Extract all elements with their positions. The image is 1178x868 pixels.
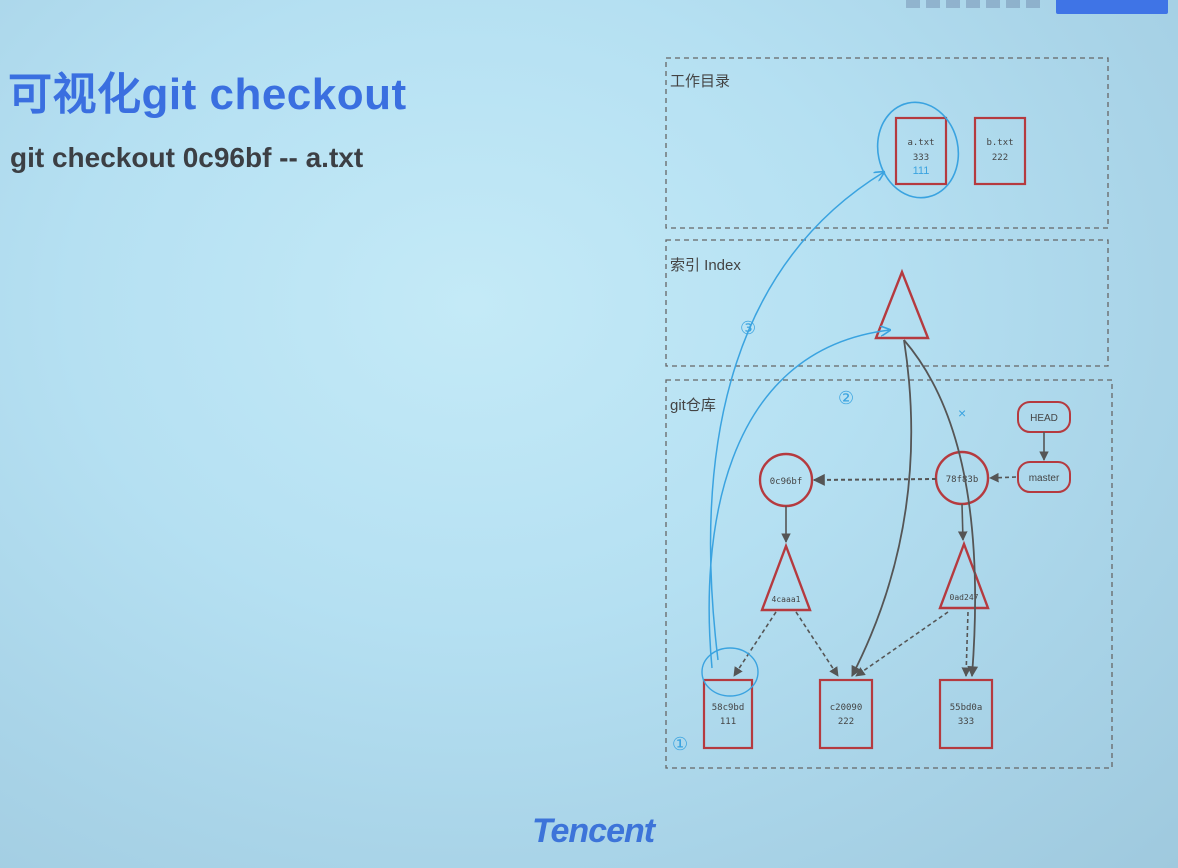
edge-treeold-blob1 — [733, 611, 777, 677]
tree-new-triangle — [938, 540, 990, 610]
step-2-marker: ② — [838, 388, 854, 408]
blob-2-hash: c20090 — [830, 703, 863, 713]
blob-2-content: 222 — [838, 717, 854, 727]
file-a-name: a.txt — [907, 138, 934, 148]
edge-treenew-blob3 — [961, 611, 972, 677]
edge-commit-new-tree — [957, 503, 968, 541]
master-ref-label: master — [1029, 473, 1060, 484]
master-ref-box — [1017, 461, 1071, 493]
blob-1-hash: 58c9bd — [712, 703, 745, 713]
highlight-circle — [876, 101, 960, 199]
blob-3-box — [938, 678, 994, 750]
file-a-box — [894, 116, 948, 186]
index-box — [665, 239, 1109, 367]
edge-master-commit — [989, 472, 1017, 483]
slide-title: 可视化git checkout — [8, 70, 407, 119]
head-ref-label: HEAD — [1030, 413, 1058, 424]
blob-1-box — [702, 678, 754, 750]
slide-subtitle: git checkout 0c96bf -- a.txt — [10, 142, 364, 173]
file-a-annotation: 111 — [913, 165, 930, 177]
tencent-logo: Tencent — [532, 812, 655, 850]
edge-index-blob2 — [851, 339, 913, 677]
edge-index-blob3 — [903, 339, 979, 678]
edge-treeold-blob2 — [795, 611, 839, 677]
file-b-name: b.txt — [986, 138, 1013, 148]
annotation-arrow-3 — [709, 172, 884, 661]
tree-new-label: 0ad247 — [950, 593, 979, 602]
commit-old-label: 0c96bf — [770, 477, 803, 487]
tree-old-triangle — [760, 542, 812, 612]
annotation-arrow-2 — [708, 330, 890, 669]
file-a-content: 333 — [913, 153, 929, 163]
step-3-marker: ③ — [740, 318, 756, 338]
file-b-content: 222 — [992, 153, 1008, 163]
commit-new-label: 78f83b — [946, 475, 979, 485]
working-dir-box — [665, 57, 1109, 229]
index-tree-triangle — [874, 268, 930, 340]
blob-3-hash: 55bd0a — [950, 703, 983, 713]
blob-3-content: 333 — [958, 717, 974, 727]
blob-highlight-circle — [701, 647, 759, 697]
corner-header-text — [906, 0, 1046, 8]
repo-label: git仓库 — [670, 397, 716, 414]
tree-old-label: 4caaa1 — [772, 595, 801, 604]
step-1-marker: ① — [672, 734, 688, 754]
edge-treenew-blob2 — [855, 611, 949, 677]
corner-header-badge — [1056, 0, 1168, 14]
blob-1-content: 111 — [720, 717, 736, 727]
index-label: 索引 Index — [670, 257, 741, 274]
repo-box — [665, 379, 1113, 769]
blob-2-box — [818, 678, 874, 750]
edge-parent — [812, 473, 937, 486]
working-dir-label: 工作目录 — [670, 73, 730, 90]
cross-mark: × — [958, 405, 966, 421]
file-b-box — [973, 116, 1027, 186]
